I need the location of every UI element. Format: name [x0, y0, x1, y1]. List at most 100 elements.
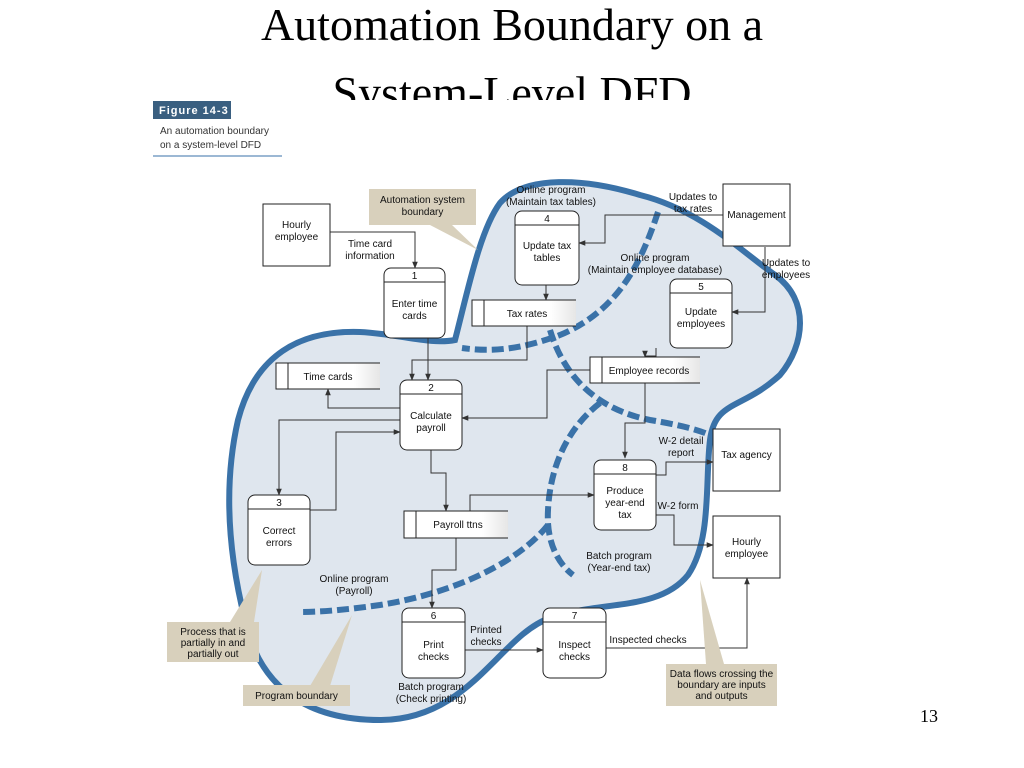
- store-payroll-ttns-label: Payroll ttns: [433, 520, 482, 531]
- slide-title-line-1: Automation Boundary on a: [260, 0, 764, 50]
- program-boundary-employee-db: [547, 329, 714, 439]
- text-line: information: [345, 251, 394, 262]
- process-2-number: 2: [428, 383, 434, 394]
- text-line: Automation system: [380, 195, 465, 206]
- page-number: 13: [920, 706, 938, 726]
- process-1-number: 1: [412, 271, 418, 282]
- text-line: Print: [423, 640, 444, 651]
- text-line: Correct: [263, 526, 296, 537]
- figure-caption-line-1: An automation boundary: [160, 126, 269, 137]
- text-line: employee: [725, 549, 769, 560]
- text-line: partially in and: [181, 638, 245, 649]
- flow-p8-to-employee: [656, 514, 714, 548]
- text-line: cards: [402, 311, 426, 322]
- text-line: checks: [418, 652, 449, 663]
- text-line: (Payroll): [335, 586, 372, 597]
- text-line: (Check printing): [396, 694, 467, 705]
- automation-boundary: [226, 179, 803, 724]
- flow-p2-to-payroll: [430, 450, 449, 512]
- store-time-cards-label: Time cards: [303, 372, 352, 383]
- figure-label-bg: [153, 101, 231, 119]
- store-employee-records-label: Employee records: [609, 366, 690, 377]
- flow-payroll-to-p8: [469, 492, 595, 511]
- program-boundary-payroll: [299, 523, 551, 615]
- flow-p7-to-employee: [606, 577, 750, 649]
- program-label-payroll: Online program(Payroll): [320, 574, 389, 597]
- text-line: Online program: [517, 185, 586, 196]
- program-label-check-printing: Batch program(Check printing): [396, 682, 467, 705]
- figure-label: Figure 14-3: [159, 105, 229, 117]
- text-line: boundary: [402, 207, 444, 218]
- flow-mgmt-to-p4: [578, 214, 723, 246]
- program-boundaries: [299, 211, 714, 615]
- text-line: tax: [618, 510, 631, 521]
- flow-p2-to-timecards: [325, 388, 400, 409]
- callout-program-boundary-text: Program boundary: [255, 691, 338, 702]
- text-line: and outputs: [695, 691, 747, 702]
- text-line: Tax agency: [721, 450, 772, 461]
- text-line: Data flows crossing the: [670, 669, 774, 680]
- text-line: report: [668, 448, 694, 459]
- text-line: Calculate: [410, 411, 452, 422]
- external-entity-tax-agency: Tax agency: [712, 428, 781, 492]
- text-line: Update: [685, 307, 718, 318]
- text-line: (Maintain employee database): [588, 265, 723, 276]
- text-line: Enter time: [392, 299, 438, 310]
- flow-p3-to-p2: [310, 429, 401, 511]
- flow-payroll-to-p6: [429, 538, 457, 609]
- entity-management-label: Management: [727, 210, 786, 221]
- data-store-time-cards: Time cards: [275, 362, 380, 390]
- flow-mgmt-to-p5: [731, 247, 766, 315]
- flow-emprecords-to-p8: [622, 383, 646, 459]
- data-store-payroll-ttns: Payroll ttns: [403, 510, 508, 539]
- process-8-number: 8: [622, 463, 628, 474]
- text-line: checks: [559, 652, 590, 663]
- text-line: partially out: [187, 649, 238, 660]
- flow-taxrates-to-p2: [409, 326, 528, 381]
- flow-label-inspected-checks: Inspected checks: [609, 635, 686, 646]
- program-boundary-tax-tables: [461, 211, 661, 353]
- text-line: Hourly: [732, 537, 761, 548]
- text-line: Hourly: [282, 220, 311, 231]
- data-flows: [276, 214, 766, 653]
- text-line: year-end: [605, 498, 644, 509]
- text-line: Online program: [320, 574, 389, 585]
- text-line: Inspect: [558, 640, 590, 651]
- text-line: tax rates: [674, 204, 712, 215]
- program-label-maintain-tax-tables: Online program(Maintain tax tables): [506, 185, 596, 208]
- process-4-number: 4: [544, 214, 550, 225]
- text-line: Time card: [348, 239, 392, 250]
- callout-program-boundary: Program boundary: [243, 615, 352, 706]
- text-line: Online program: [621, 253, 690, 264]
- text-line: Updates to: [669, 192, 718, 203]
- text-line: (Year-end tax): [588, 563, 651, 574]
- text-line: (Maintain tax tables): [506, 197, 596, 208]
- text-line: Printed: [470, 625, 502, 636]
- process-3-number: 3: [276, 498, 282, 509]
- text-line: employees: [762, 270, 810, 281]
